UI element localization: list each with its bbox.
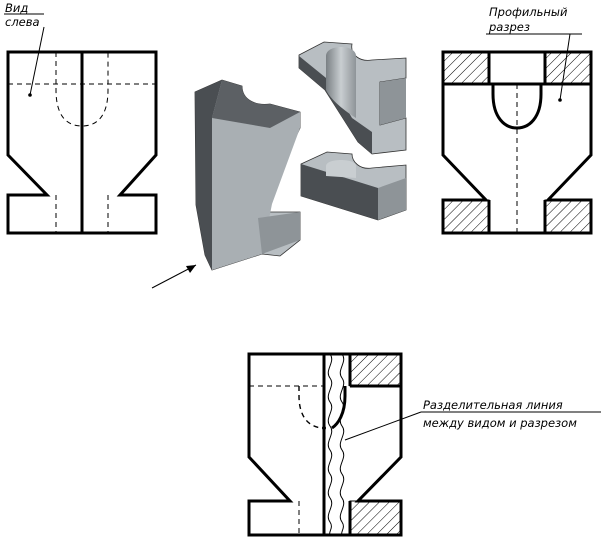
profile-section-label-line2: разрез (488, 20, 530, 34)
dividing-line-label-line1: Разделительная линия (423, 398, 563, 412)
left-view: Вид слева (4, 1, 158, 235)
isometric-solid (151, 41, 407, 289)
solid-left (194, 79, 301, 271)
dividing-line-label-line2: между видом и разрезом (423, 416, 577, 430)
left-view-label-line2: слева (5, 15, 40, 29)
left-view-label-line1: Вид (5, 1, 28, 15)
solid-lower-right (300, 151, 407, 221)
profile-section-label-line1: Профильный (489, 5, 568, 19)
combined-view-section: Разделительная линия между видом и разре… (247, 352, 601, 537)
solid-upper-right (298, 41, 407, 155)
profile-section: Профильный разрез (441, 5, 593, 235)
